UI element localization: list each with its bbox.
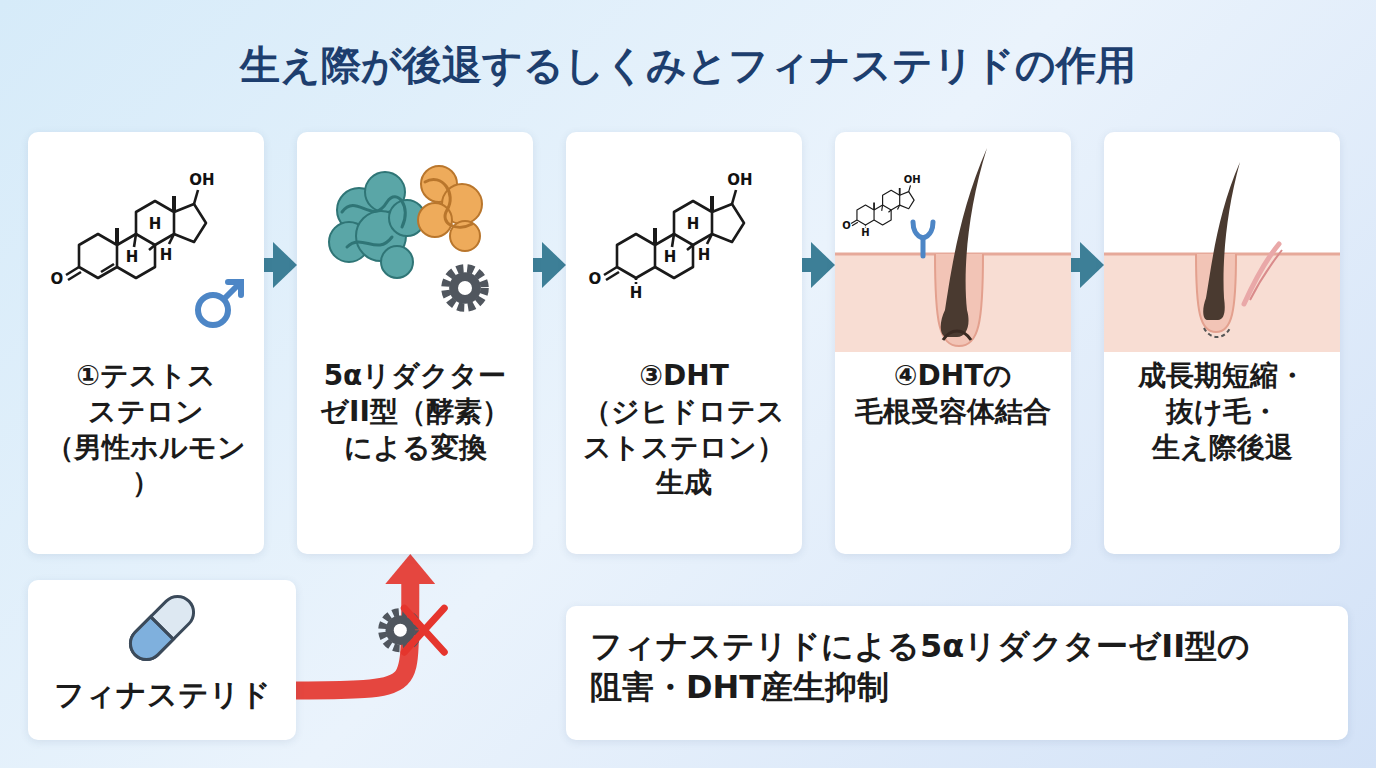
box-text: 5αリダクター ゼII型（酵素） による変換 (302, 358, 528, 465)
atom-label: O (842, 221, 851, 231)
atom-label: H (630, 286, 643, 301)
enzyme-box: 5αリダクター ゼII型（酵素） による変換 (297, 132, 533, 554)
flow-arrow (802, 258, 835, 272)
atom-label: OH (189, 173, 214, 188)
box-text: フィナステリドによる5αリダクターゼII型の 阻害・DHT産生抑制 (590, 626, 1324, 708)
atom-label: OH (727, 173, 752, 188)
follicle-receptor-illustration (835, 132, 1071, 352)
testosterone-illustration (28, 132, 264, 352)
atom-label: H (126, 250, 139, 265)
blocked-gear (382, 608, 444, 652)
box-text: 成長期短縮・ 抜け毛・ 生え際後退 (1109, 358, 1335, 465)
box-text: フィナステリド (33, 676, 291, 714)
step-box: ①テストス ステロン （男性ホルモン） OH H H H O (28, 132, 264, 554)
step-box: ④DHTの 毛根受容体結合 OH OH (835, 132, 1071, 554)
atom-label: H (687, 217, 700, 232)
atom-label: H (160, 248, 173, 263)
box-text: ①テストス ステロン （男性ホルモン） (33, 358, 259, 501)
enzyme-illustration (297, 132, 533, 352)
note-box: フィナステリドによる5αリダクターゼII型の 阻害・DHT産生抑制 (566, 606, 1348, 740)
flow-arrow (1071, 258, 1104, 272)
atom-label: OH (904, 175, 921, 185)
atom-label: H (861, 228, 869, 238)
result-box: 成長期短縮・ 抜け毛・ 生え際後退 (1104, 132, 1340, 554)
step-box: ③DHT （ジヒドロテス ストステロン） 生成 OH H H H H O (566, 132, 802, 554)
box-text: ③DHT （ジヒドロテス ストステロン） 生成 (571, 358, 797, 501)
flow-arrow (533, 258, 566, 272)
box-text: ④DHTの 毛根受容体結合 (840, 358, 1066, 430)
atom-label: O (51, 272, 64, 287)
atom-label: H (698, 248, 711, 263)
capsule-icon (28, 580, 296, 680)
dht-illustration (566, 132, 802, 352)
atom-label: H (664, 250, 677, 265)
diagram-title: 生え際が後退するしくみとフィナステリドの作用 (0, 38, 1376, 93)
flow-arrow (264, 258, 297, 272)
hair-loss-illustration (1104, 132, 1340, 352)
atom-label: O (589, 272, 602, 287)
atom-label: H (149, 217, 162, 232)
drug-box: フィナステリド (28, 580, 296, 740)
